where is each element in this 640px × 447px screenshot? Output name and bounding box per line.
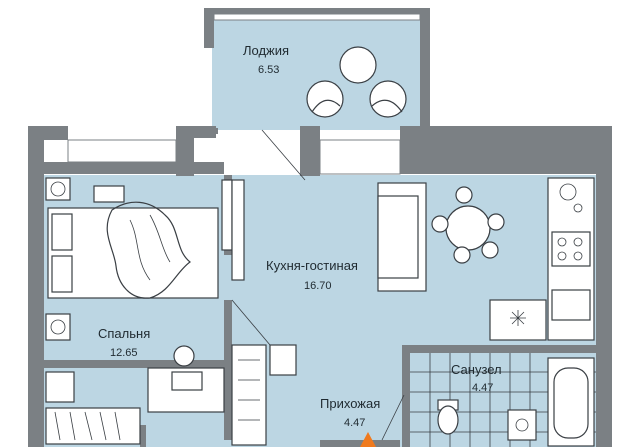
slippers-rug — [93, 185, 125, 203]
kitchen-area: 16.70 — [304, 280, 332, 292]
toilet — [437, 399, 459, 435]
hallway-name: Прихожая — [320, 396, 381, 411]
bathroom-door-swing — [381, 394, 405, 441]
bedroom-closet — [45, 407, 141, 445]
walls — [28, 8, 612, 447]
radiator-bedroom-2 — [45, 313, 71, 341]
bathroom-sink — [507, 409, 537, 441]
window-loggia — [213, 13, 421, 21]
hallway-door-swing — [231, 299, 271, 346]
loggia-area: 6.53 — [258, 64, 280, 76]
hallway-area: 4.47 — [344, 417, 366, 429]
loggia-chair-left — [306, 80, 344, 118]
stove — [551, 231, 591, 267]
loggia-round-table — [339, 46, 377, 84]
loggia-name: Лоджия — [243, 43, 290, 58]
bed — [47, 207, 219, 299]
bedroom-area: 12.65 — [110, 347, 138, 359]
loggia-chair-right — [369, 80, 407, 118]
bedroom-shelf — [45, 371, 75, 403]
kitchen-name: Кухня-гостиная — [266, 258, 358, 273]
hallway-shelf — [269, 344, 297, 376]
window-bedroom — [67, 139, 177, 163]
bathroom-name: Санузел — [451, 362, 502, 377]
wardrobe-bedroom — [221, 179, 233, 251]
kitchen-sink — [551, 289, 591, 321]
entrance-marker — [360, 432, 376, 447]
window-kitchen — [319, 139, 401, 175]
radiator-bedroom — [45, 177, 71, 201]
bathroom-area: 4.47 — [472, 382, 494, 394]
loggia-door-swing — [261, 129, 306, 181]
hallway-wardrobe — [231, 344, 267, 446]
dining-table — [445, 205, 491, 251]
bed-blanket — [106, 201, 191, 299]
bedroom-name: Спальня — [98, 326, 151, 341]
